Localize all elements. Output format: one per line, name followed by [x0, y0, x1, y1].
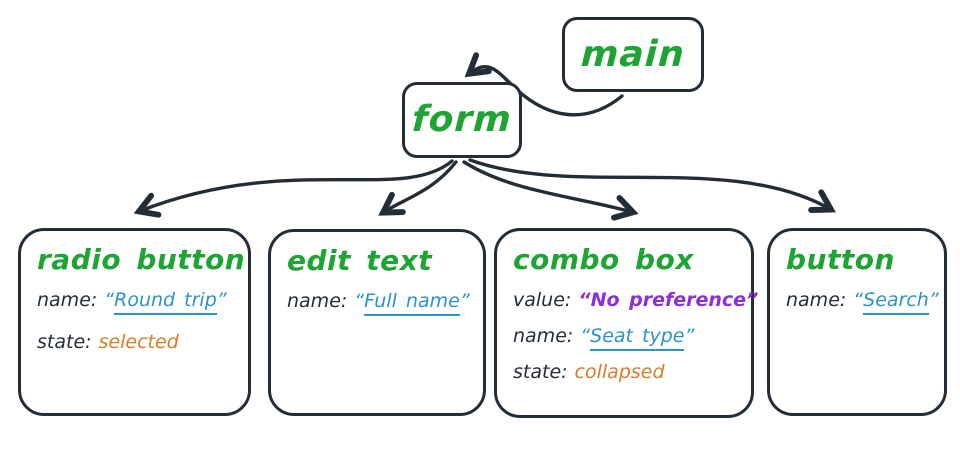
- edge-form-button: [468, 158, 830, 209]
- node-button: button name: “Search”: [767, 228, 947, 416]
- prop-key: value:: [513, 289, 572, 312]
- radio-button-state-value: selected: [98, 331, 179, 354]
- close-quote: ”: [746, 289, 759, 312]
- open-quote: “: [853, 289, 864, 312]
- close-quote: ”: [684, 325, 695, 348]
- edit-text-name-prop: name: “Full name”: [287, 290, 473, 317]
- node-main-label: main: [580, 33, 686, 75]
- prop-key: name:: [513, 325, 574, 348]
- radio-button-name-value: Round trip: [114, 289, 217, 316]
- node-main: main: [562, 17, 704, 92]
- node-form: form: [402, 82, 522, 158]
- radio-button-state-prop: state: selected: [37, 332, 238, 353]
- node-edit-text: edit text name: “Full name”: [268, 229, 486, 416]
- node-form-label: form: [411, 99, 513, 140]
- node-edit-text-title: edit text: [287, 244, 433, 277]
- open-quote: “: [578, 289, 591, 312]
- node-radio-button: radio button name: “Round trip” state: sel…: [18, 228, 251, 416]
- node-radio-button-title: radio button: [37, 243, 246, 276]
- edit-text-name-value: Full name: [364, 290, 460, 317]
- close-quote: ”: [928, 289, 939, 312]
- prop-key: name:: [786, 289, 847, 312]
- combo-box-value-value: No preference: [590, 289, 747, 312]
- button-name-prop: name: “Search”: [786, 289, 939, 316]
- edge-form-edit-text: [384, 160, 458, 212]
- combo-box-value-prop: value: “No preference”: [513, 289, 758, 312]
- node-combo-box-title: combo box: [513, 243, 694, 276]
- combo-box-state-value: collapsed: [574, 360, 665, 383]
- open-quote: “: [104, 289, 115, 312]
- prop-key: state:: [513, 360, 568, 383]
- button-name-value: Search: [863, 289, 929, 316]
- edge-form-combo-box: [462, 160, 632, 212]
- prop-key: state:: [37, 331, 92, 354]
- radio-button-name-prop: name: “Round trip”: [37, 289, 238, 316]
- close-quote: ”: [216, 289, 227, 312]
- combo-box-name-value: Seat type: [590, 325, 685, 352]
- node-button-title: button: [786, 243, 895, 276]
- edge-form-radio-button: [140, 159, 454, 211]
- combo-box-name-prop: name: “Seat type”: [513, 325, 741, 352]
- open-quote: “: [354, 290, 365, 313]
- close-quote: ”: [459, 290, 470, 313]
- prop-key: name:: [37, 289, 98, 312]
- open-quote: “: [580, 325, 591, 348]
- combo-box-state-prop: state: collapsed: [513, 362, 741, 383]
- prop-key: name:: [287, 290, 348, 313]
- node-combo-box: combo box value:“No preference” name:“Se…: [494, 228, 758, 418]
